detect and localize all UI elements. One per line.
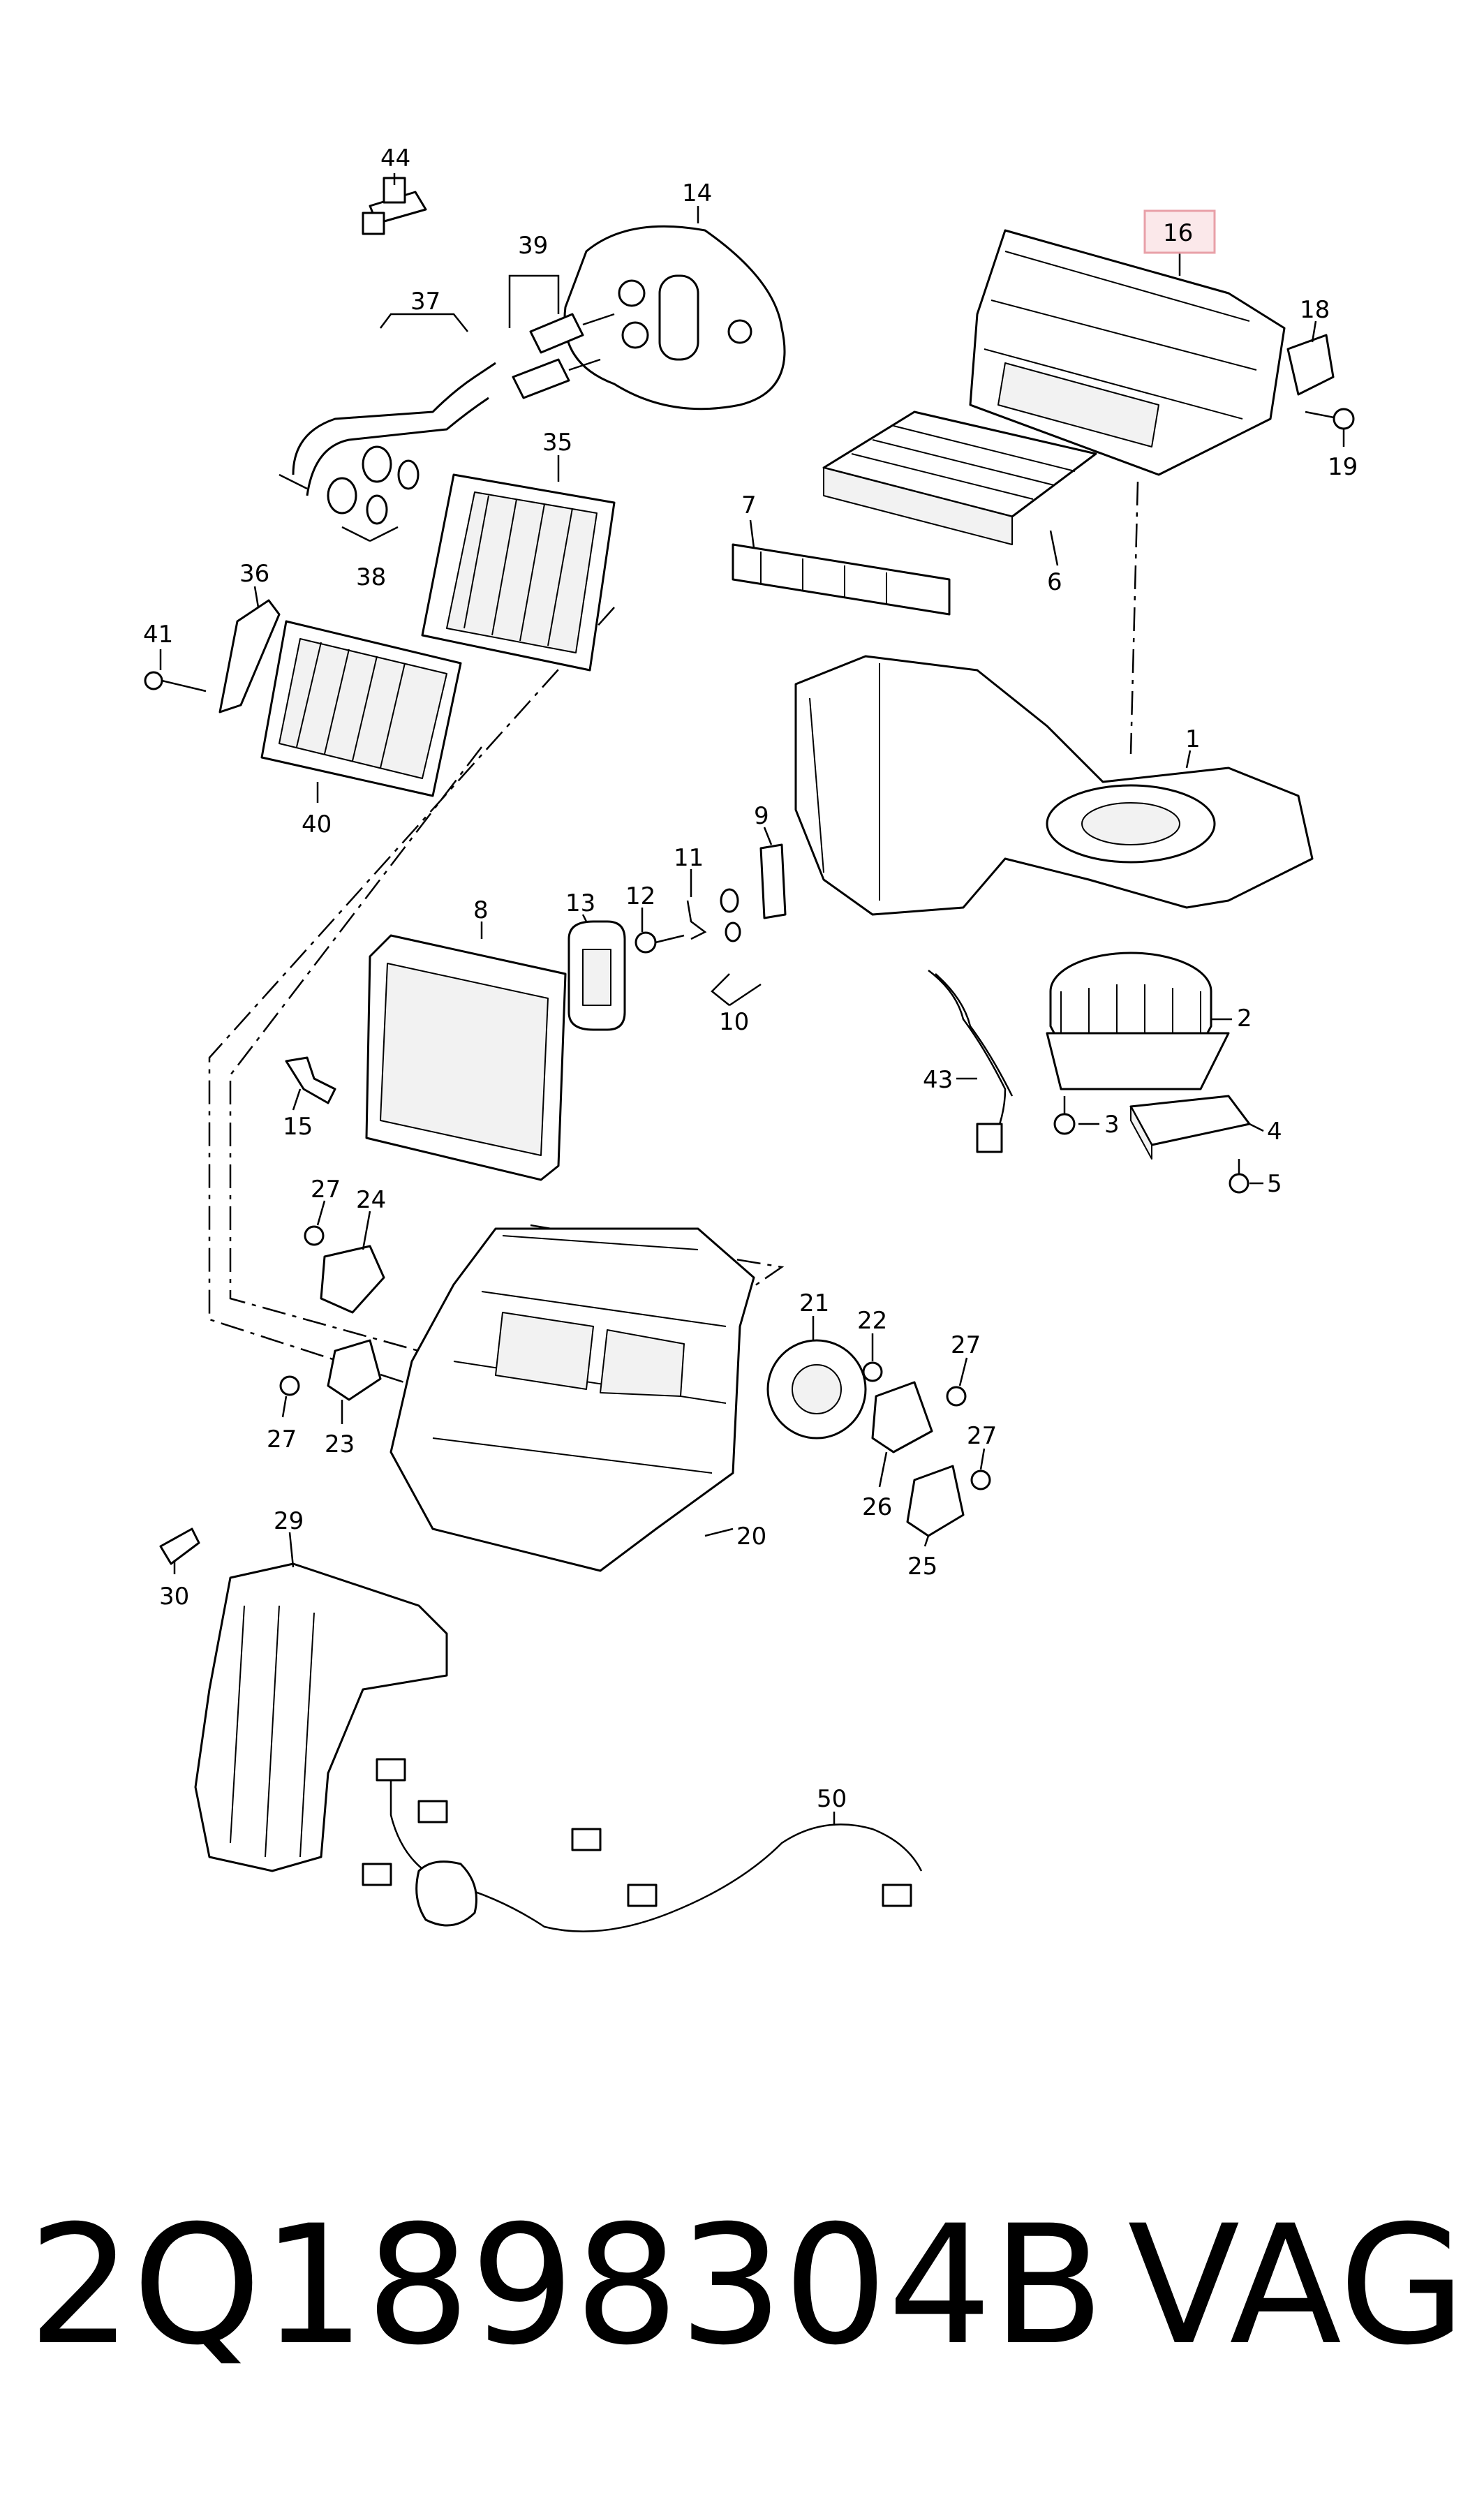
part-40-radiator-shape bbox=[260, 620, 462, 797]
part-15-sensor-shape bbox=[285, 1056, 336, 1104]
callout-40: 40 bbox=[302, 811, 332, 838]
part-10-orings-shape bbox=[720, 888, 741, 942]
callout-27d: 27 bbox=[967, 1422, 997, 1450]
callout-36: 36 bbox=[239, 560, 269, 588]
callout-4: 4 bbox=[1267, 1118, 1282, 1146]
callout-43: 43 bbox=[923, 1066, 953, 1094]
part-37-pipes-shape bbox=[279, 362, 496, 496]
part-5-screw-shape bbox=[1229, 1159, 1249, 1194]
part-7-flap-shape bbox=[732, 543, 951, 616]
part-44-shape bbox=[362, 177, 427, 235]
callout-10: 10 bbox=[719, 1008, 749, 1036]
part-18-connector-shape bbox=[1286, 334, 1335, 396]
callout-15: 15 bbox=[283, 1113, 313, 1141]
callout-5: 5 bbox=[1267, 1170, 1282, 1198]
callout-6: 6 bbox=[1047, 568, 1062, 596]
part-50-wiring-harness-shape bbox=[362, 1758, 923, 1932]
callout-24: 24 bbox=[356, 1186, 386, 1214]
part-20-hvac-box-shape bbox=[389, 1227, 755, 1572]
part-43-harness-shape bbox=[928, 970, 1014, 1153]
part-4-resistor-shape bbox=[1129, 1095, 1251, 1160]
part-2-blower-motor-shape bbox=[1046, 952, 1230, 1090]
part-36-bracket-shape bbox=[218, 599, 281, 713]
callout-12: 12 bbox=[625, 882, 655, 910]
part-23-actuator-shape bbox=[327, 1339, 382, 1401]
callout-27b: 27 bbox=[267, 1426, 297, 1453]
callout-14: 14 bbox=[682, 179, 712, 207]
callout-3: 3 bbox=[1104, 1111, 1120, 1139]
part-13-seal-shape bbox=[567, 920, 626, 1031]
part-25-actuator-shape bbox=[906, 1465, 965, 1537]
part-12-screw-shape bbox=[635, 931, 685, 954]
part-38-orings-shape bbox=[327, 445, 420, 525]
callout-35: 35 bbox=[542, 429, 572, 457]
callout-27c: 27 bbox=[951, 1331, 981, 1359]
callout-1: 1 bbox=[1185, 725, 1201, 753]
callout-39: 39 bbox=[518, 232, 548, 260]
callout-25: 25 bbox=[907, 1553, 937, 1581]
part-41-screw-shape bbox=[144, 671, 207, 693]
part-21-motor-shape bbox=[766, 1339, 867, 1440]
callout-44: 44 bbox=[380, 145, 410, 172]
footer: 2Q1898304B VAG bbox=[28, 2199, 1466, 2374]
callout-18: 18 bbox=[1300, 296, 1330, 324]
callout-27a: 27 bbox=[311, 1176, 341, 1204]
callout-22: 22 bbox=[857, 1307, 887, 1335]
callout-50: 50 bbox=[817, 1785, 847, 1813]
callout-19: 19 bbox=[1328, 453, 1358, 481]
part-9-valve-shape bbox=[759, 843, 787, 919]
part-27-screw-shapes bbox=[279, 1225, 991, 1490]
callout-30: 30 bbox=[159, 1583, 189, 1611]
leader-lines bbox=[159, 173, 1345, 1826]
callout-29: 29 bbox=[274, 1507, 304, 1535]
part-11-clip-shape bbox=[686, 900, 707, 940]
part-number: 2Q1898304B bbox=[28, 2191, 1105, 2381]
part-30-clip-shape bbox=[159, 1527, 200, 1565]
callout-38: 38 bbox=[356, 563, 386, 591]
callout-37: 37 bbox=[410, 288, 440, 316]
callout-11: 11 bbox=[674, 844, 704, 872]
callout-8: 8 bbox=[473, 896, 489, 924]
part-3-screw-shape bbox=[1053, 1096, 1076, 1135]
brand: VAG bbox=[1127, 2191, 1466, 2381]
part-22-screw-shape bbox=[862, 1361, 883, 1382]
callout-21: 21 bbox=[799, 1289, 829, 1317]
part-8-evaporator-shape bbox=[365, 934, 567, 1181]
callout-16: 16 bbox=[1163, 219, 1193, 247]
callout-7: 7 bbox=[741, 491, 757, 519]
part-24-actuator-shape bbox=[320, 1245, 385, 1314]
callout-41: 41 bbox=[143, 621, 173, 649]
callout-9: 9 bbox=[754, 802, 769, 830]
part-16-filter-housing-shape bbox=[969, 229, 1286, 476]
part-14-gasket-shape bbox=[563, 225, 786, 410]
part-1-blower-housing-shape bbox=[794, 655, 1314, 916]
part-6-cabin-filter-shape bbox=[822, 410, 1097, 545]
callout-labels: 1 2 3 4 5 6 7 8 9 10 11 12 13 14 15 16 1… bbox=[143, 145, 1358, 1813]
callout-23: 23 bbox=[325, 1430, 355, 1458]
part-19-screw-shape bbox=[1305, 408, 1355, 430]
highlight-box-16 bbox=[1143, 209, 1216, 254]
part-26-actuator-shape bbox=[871, 1381, 933, 1453]
part-29-duct-shape bbox=[194, 1562, 448, 1872]
callout-20: 20 bbox=[736, 1523, 766, 1551]
callout-2: 2 bbox=[1237, 1005, 1252, 1033]
part-35-heater-core-shape bbox=[421, 473, 616, 672]
callout-13: 13 bbox=[565, 889, 595, 917]
callout-26: 26 bbox=[862, 1493, 892, 1521]
part-39-fittings-shape bbox=[512, 313, 615, 399]
